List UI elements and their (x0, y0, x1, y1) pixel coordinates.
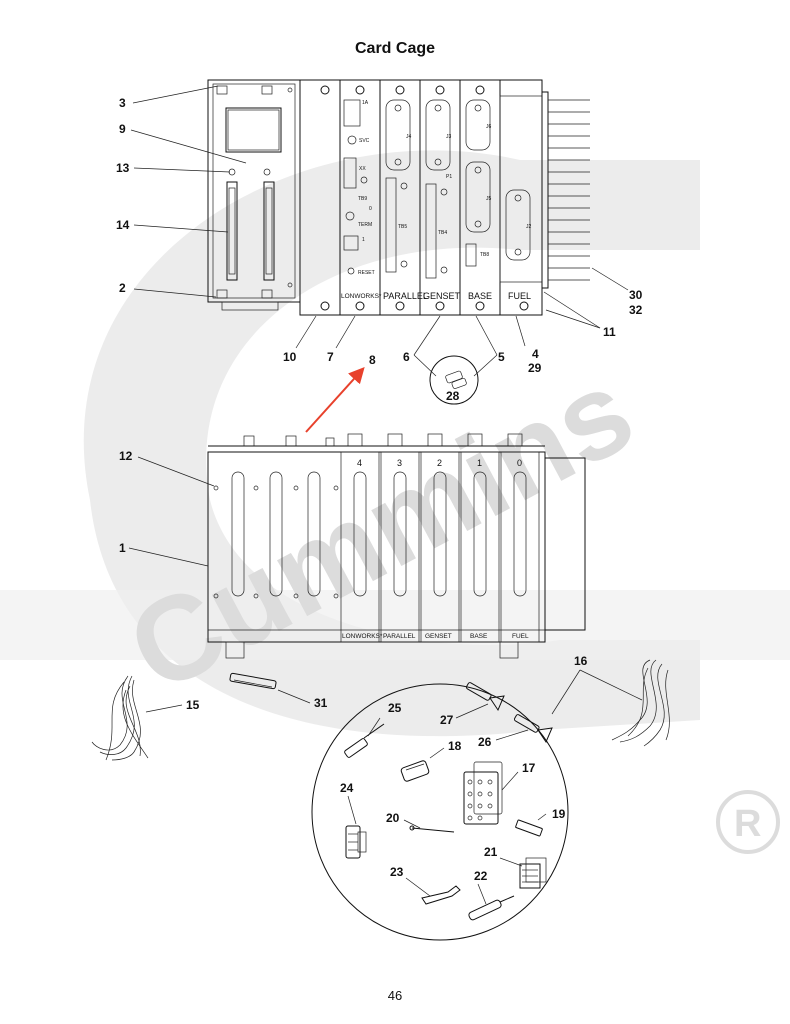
slot-1: 1 BASE (460, 451, 500, 643)
lon-xx-text: XX (359, 166, 366, 172)
card-label-genset: GENSET (423, 291, 461, 301)
slot-0: 0 FUEL (500, 451, 540, 643)
ribbon-strip: 31 (229, 672, 328, 710)
lon-0-text: 0 (369, 206, 372, 212)
callout-10: 10 (283, 350, 297, 364)
callout-12: 12 (119, 449, 133, 463)
page-title: Card Cage (354, 40, 436, 57)
callout-1: 1 (119, 541, 126, 555)
gen-p1-text: P1 (446, 174, 452, 180)
card-label-parallel: PARALLEL (383, 291, 428, 301)
slot-label-fuel: FUEL (512, 633, 529, 640)
fuel-j2-text: J2 (526, 224, 532, 230)
lon-term-text: TERM (358, 222, 372, 228)
base-tb8-text: TB8 (480, 252, 489, 258)
plug-24: 24 (340, 781, 367, 859)
callout-14: 14 (116, 218, 130, 232)
par-j4-text: J4 (406, 134, 412, 140)
card-label-lonworks: LONWORKS* (341, 293, 382, 300)
slot-number-3: 3 (397, 458, 402, 468)
pin-27: 27 (440, 682, 505, 727)
slot-2: 2 GENSET (420, 451, 460, 643)
callout-22: 22 (474, 869, 488, 883)
callout-3: 3 (119, 96, 126, 110)
callout-25: 25 (388, 701, 402, 715)
fuse-detail-circle (429, 355, 479, 405)
slot-label-lonworks: LONWORKS* (342, 633, 383, 640)
callout-6: 6 (403, 350, 410, 364)
lon-1-text: 1 (362, 237, 365, 243)
heat-sink-fins (541, 91, 590, 289)
callout-31: 31 (314, 696, 328, 710)
slot-number-0: 0 (517, 458, 522, 468)
base-j5-text: J5 (486, 196, 492, 202)
pin-22: 22 (468, 869, 515, 921)
card-label-fuel: FUEL (508, 291, 531, 301)
callout-11: 11 (603, 325, 616, 339)
bottom-view-card-cage: 4 LONWORKS* 3 PARALLEL 2 GENSET 1 BASE 0… (119, 433, 586, 659)
callout-17: 17 (522, 761, 536, 775)
card-label-base: BASE (468, 291, 492, 301)
par-tb5-text: TB5 (398, 224, 407, 230)
callout-19: 19 (552, 807, 566, 821)
pin-25: 25 (344, 701, 402, 758)
orientation-arrow (305, 367, 365, 433)
registered-mark-text: R (734, 803, 761, 845)
callout-28: 28 (446, 389, 460, 403)
lon-1a-text: 1A (362, 100, 369, 106)
base-j6-text: J6 (486, 124, 492, 130)
strip-19: 19 (515, 807, 566, 837)
callout-23: 23 (390, 865, 404, 879)
callout-30: 30 (629, 288, 643, 302)
callout-13: 13 (116, 161, 130, 175)
gen-tb4-text: TB4 (438, 230, 447, 236)
slot-4: 4 LONWORKS* (340, 451, 383, 643)
callout-9: 9 (119, 122, 126, 136)
lon-reset-text: RESET (358, 270, 375, 276)
pin-20: 20 (386, 811, 455, 833)
callout-4: 4 (532, 347, 539, 361)
callout-20: 20 (386, 811, 400, 825)
wire-harness-right: 16 (551, 654, 670, 747)
wire-harness-left: 15 (91, 675, 200, 761)
slot-label-parallel: PARALLEL (383, 633, 416, 640)
slot-number-1: 1 (477, 458, 482, 468)
registered-mark (716, 790, 780, 854)
slot-number-4: 4 (357, 458, 362, 468)
slot-label-base: BASE (470, 633, 488, 640)
callout-27: 27 (440, 713, 454, 727)
callout-18: 18 (448, 739, 462, 753)
pin-26: 26 (478, 714, 553, 749)
terminal-23: 23 (390, 865, 461, 905)
callout-8: 8 (369, 353, 376, 367)
callout-15: 15 (186, 698, 200, 712)
housing-17: 17 (463, 761, 536, 825)
callout-21: 21 (484, 845, 498, 859)
ribbon-connector-right (263, 181, 275, 281)
callout-29: 29 (528, 361, 542, 375)
callout-5: 5 (498, 350, 505, 364)
callout-24: 24 (340, 781, 354, 795)
block-21: 21 (484, 845, 547, 889)
connector-18: 18 (400, 739, 462, 782)
top-view-card-cage: 1A SVC XX TB9 0 TERM 1 RESET LONWORKS* J… (116, 79, 643, 433)
callout-26: 26 (478, 735, 492, 749)
parts-detail-circle (311, 683, 569, 941)
page-number: 46 (387, 988, 403, 1003)
lon-tb9-text: TB9 (358, 196, 367, 202)
parts-detail: 15 31 16 25 (91, 654, 670, 941)
callout-2: 2 (119, 281, 126, 295)
ribbon-connector-left (226, 181, 238, 281)
slot-label-genset: GENSET (425, 633, 452, 640)
gen-j3-text: J3 (446, 134, 452, 140)
callout-32: 32 (629, 303, 643, 317)
slot-number-2: 2 (437, 458, 442, 468)
slot-3: 3 PARALLEL (380, 451, 420, 643)
lon-svc-text: SVC (359, 138, 370, 144)
top-leader-lines (130, 85, 629, 377)
callout-7: 7 (327, 350, 334, 364)
callout-16: 16 (574, 654, 588, 668)
